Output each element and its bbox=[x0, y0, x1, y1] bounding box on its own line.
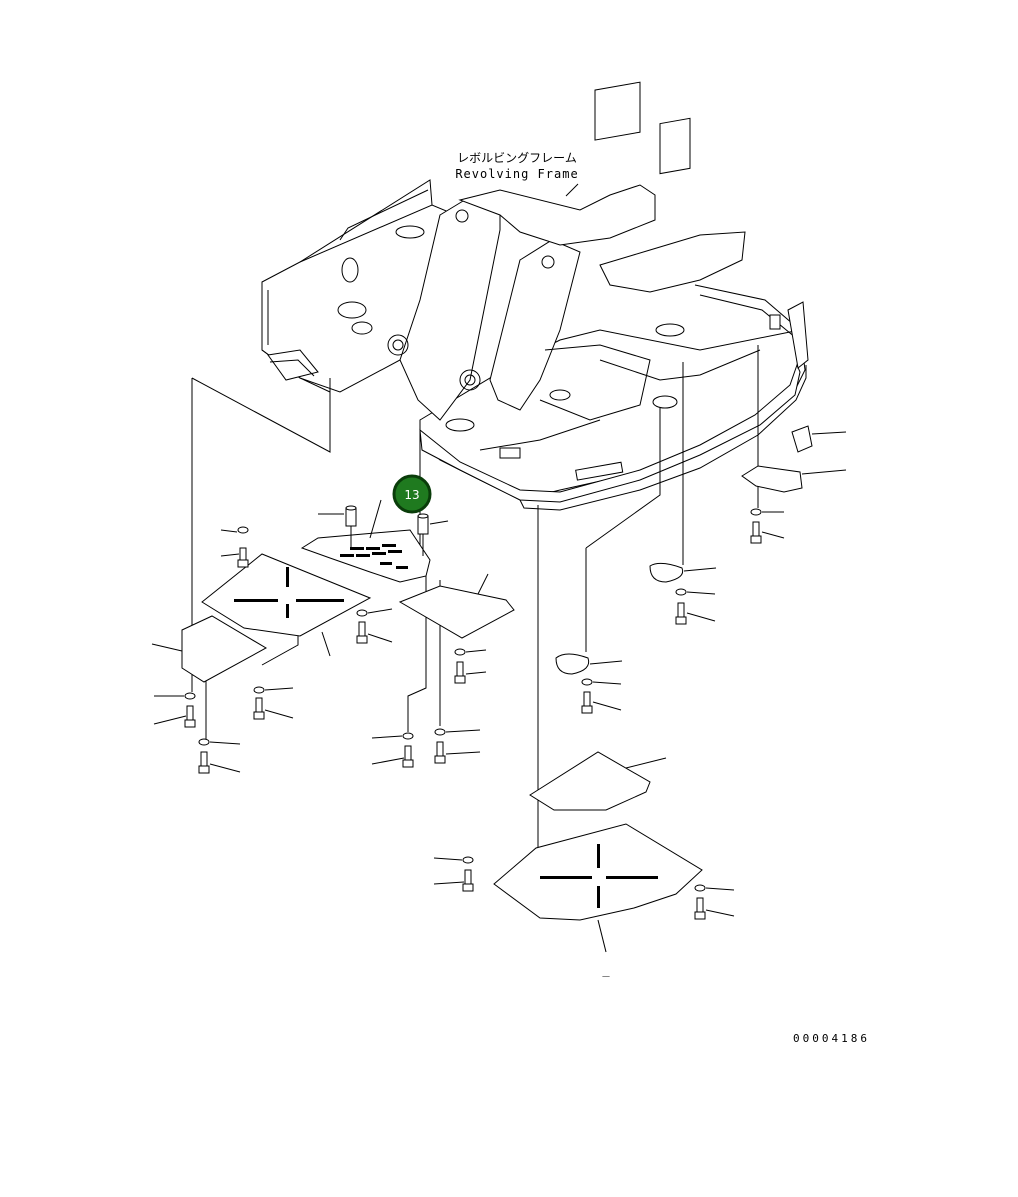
revolving-frame bbox=[261, 81, 809, 511]
callout-13-number[interactable]: 13 bbox=[404, 488, 419, 502]
underscore-mark: _ bbox=[602, 963, 610, 977]
drawing-number: 00004186 bbox=[793, 1032, 870, 1045]
hole-cover-1 bbox=[649, 562, 684, 583]
left-cover-plate bbox=[201, 553, 372, 657]
rear-cover-plate bbox=[493, 823, 703, 953]
frame-label-jp: レボルビングフレーム bbox=[457, 151, 577, 165]
fasteners bbox=[153, 508, 785, 920]
bracket-slots bbox=[340, 544, 408, 569]
rear-pad bbox=[529, 751, 651, 811]
cover-bracket bbox=[300, 499, 449, 583]
frame-label-en: Revolving Frame bbox=[455, 167, 578, 181]
small-left-plate bbox=[181, 615, 268, 683]
right-small-plate bbox=[398, 585, 515, 639]
callout-13-marker[interactable] bbox=[392, 474, 432, 514]
callout-13[interactable]: 13 bbox=[392, 474, 432, 514]
right-bracket bbox=[741, 465, 803, 493]
hole-cover-2 bbox=[555, 653, 590, 675]
